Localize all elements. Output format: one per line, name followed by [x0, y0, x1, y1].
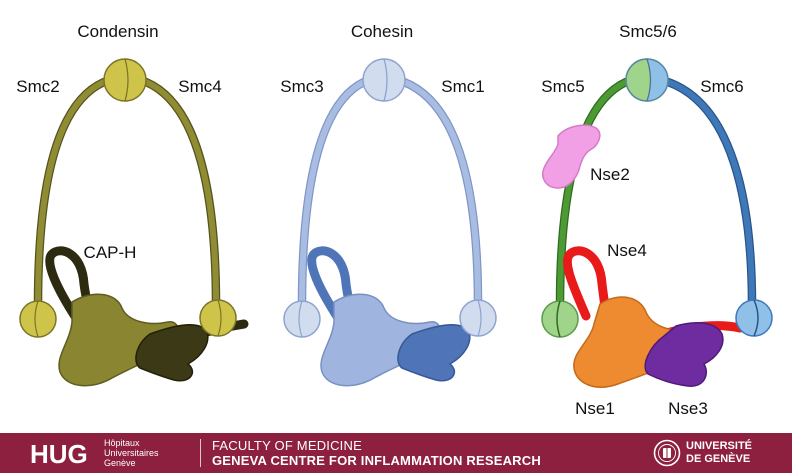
cohesin-complex: Cohesin Smc3 Smc1 — [280, 22, 497, 387]
svg-text:HUG: HUG — [30, 439, 88, 467]
hug-line-2: Universitaires — [104, 448, 159, 458]
smc6-label: Smc6 — [700, 77, 743, 96]
smc5-6-complex: Smc5/6 Smc5 Smc6 Nse2 Nse4 Nse1 Nse3 — [541, 22, 773, 418]
smc3-arm — [299, 79, 367, 308]
cohesin-title: Cohesin — [351, 22, 413, 41]
faculty-block: FACULTY OF MEDICINE GENEVA CENTRE FOR IN… — [212, 438, 541, 468]
smc4-label: Smc4 — [178, 77, 221, 96]
nse2-subunit — [542, 124, 601, 189]
university-line-2: DE GENÈVE — [686, 453, 751, 465]
cohesin-hinge-seam — [383, 58, 388, 102]
smc4-arm — [143, 79, 219, 308]
smc4-head-domain — [199, 299, 237, 337]
smc1-arm — [401, 79, 481, 308]
unige-seal-icon — [653, 439, 681, 467]
smc6-head-domain — [735, 299, 773, 337]
smc1-head-seam — [477, 299, 482, 337]
smc2-head-domain — [19, 300, 57, 338]
footer-divider — [200, 439, 201, 467]
smc5-label: Smc5 — [541, 77, 584, 96]
smc4-head-seam — [217, 299, 222, 337]
smc5-head-seam — [556, 300, 561, 338]
smc6-head-seam — [753, 299, 759, 337]
cohesin-hinge — [362, 58, 406, 102]
nse4-label: Nse4 — [607, 241, 647, 260]
nse3-label: Nse3 — [668, 399, 708, 418]
hug-name: Hôpitaux Universitaires Genève — [104, 438, 159, 468]
hug-line-1: Hôpitaux — [104, 438, 140, 448]
condensin-hinge-seam — [124, 58, 129, 102]
smc1-head-domain — [459, 299, 497, 337]
smc3-head-domain — [283, 300, 321, 338]
smc6-hinge-half — [647, 59, 668, 101]
nse3-subunit — [644, 321, 724, 387]
faculty-name: FACULTY OF MEDICINE — [212, 438, 362, 453]
smc5-6-hinge-seam — [646, 58, 652, 102]
smc1-label: Smc1 — [441, 77, 484, 96]
condensin-hinge — [103, 58, 147, 102]
smc3-label: Smc3 — [280, 77, 323, 96]
condensin-complex: Condensin Smc2 Smc4 CAP-H — [16, 22, 249, 387]
smc-complexes-diagram: Condensin Smc2 Smc4 CAP-H Cohesin Smc3 S… — [16, 22, 773, 418]
centre-name: GENEVA CENTRE FOR INFLAMMATION RESEARCH — [212, 453, 541, 468]
university-name: UNIVERSITÉ DE GENÈVE — [686, 440, 752, 466]
hug-logo-icon: HUG — [30, 439, 88, 467]
smc5-6-title: Smc5/6 — [619, 22, 677, 41]
condensin-title: Condensin — [77, 22, 158, 41]
nse1-label: Nse1 — [575, 399, 615, 418]
smc2-arm — [35, 79, 107, 308]
smc3-head-seam — [298, 300, 303, 338]
smc6-arm — [665, 79, 755, 308]
cap-h-label: CAP-H — [84, 243, 137, 262]
nse2-label: Nse2 — [590, 165, 630, 184]
university-line-1: UNIVERSITÉ — [686, 440, 753, 452]
smc2-head-seam — [34, 300, 39, 338]
smc5-head-domain — [541, 300, 579, 338]
institution-footer: HUG Hôpitaux Universitaires Genève FACUL… — [0, 433, 792, 473]
smc2-label: Smc2 — [16, 77, 59, 96]
hug-line-3: Genève — [104, 458, 136, 468]
